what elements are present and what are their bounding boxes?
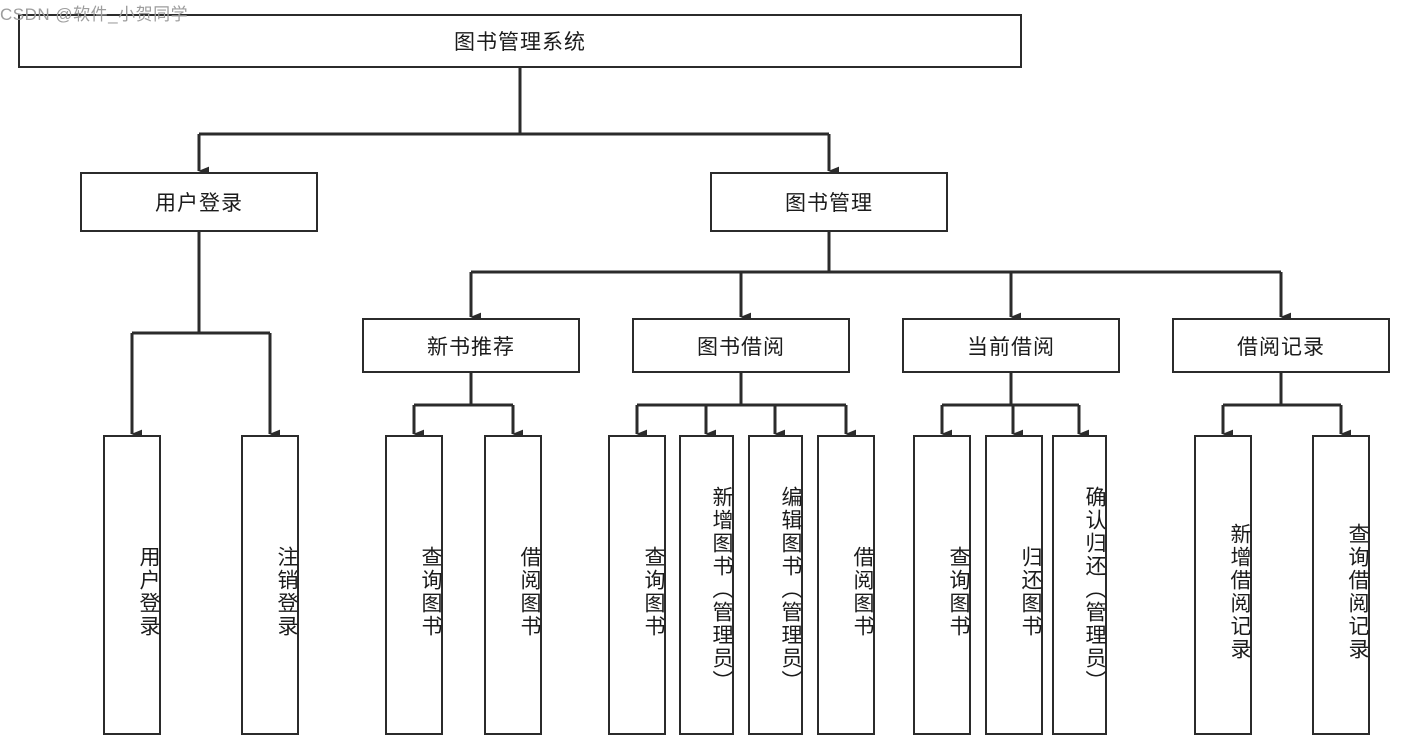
leaf-node-leaf-confirm-return-admin[interactable]: 确认归还（管理员） xyxy=(1052,435,1107,735)
edge-layer xyxy=(130,68,1352,439)
node-label: 新增图书（管理员） xyxy=(710,485,733,693)
leaf-node-leaf-add-record[interactable]: 新增借阅记录 xyxy=(1194,435,1252,735)
node-label: 借阅记录 xyxy=(1237,335,1325,359)
leaf-node-leaf-query-book-cb[interactable]: 查询图书 xyxy=(913,435,971,735)
leaf-node-leaf-return-book[interactable]: 归还图书 xyxy=(985,435,1043,735)
node-label: 注销登录 xyxy=(275,546,298,638)
module-node-borrow-record[interactable]: 借阅记录 xyxy=(1172,318,1390,373)
node-label: 图书借阅 xyxy=(697,335,785,359)
leaf-node-leaf-query-book-nr[interactable]: 查询图书 xyxy=(385,435,443,735)
leaf-node-leaf-user-login[interactable]: 用户登录 xyxy=(103,435,161,735)
node-label: 图书管理系统 xyxy=(454,31,586,54)
csdn-watermark: CSDN @软件_小贺同学 xyxy=(0,5,189,24)
node-label: 查询图书 xyxy=(947,546,970,638)
node-label: 借阅图书 xyxy=(851,546,874,638)
node-label: 查询借阅记录 xyxy=(1346,523,1369,661)
leaf-node-leaf-query-book-bb[interactable]: 查询图书 xyxy=(608,435,666,735)
node-label: 确认归还（管理员） xyxy=(1083,485,1106,693)
node-label: 用户登录 xyxy=(155,192,243,215)
module-node-book-borrow[interactable]: 图书借阅 xyxy=(632,318,850,373)
leaf-node-leaf-edit-book-admin[interactable]: 编辑图书（管理员） xyxy=(748,435,803,735)
node-label: 新增借阅记录 xyxy=(1228,523,1251,661)
leaf-node-leaf-borrow-book-nr[interactable]: 借阅图书 xyxy=(484,435,542,735)
leaf-node-leaf-query-record[interactable]: 查询借阅记录 xyxy=(1312,435,1370,735)
node-label: 当前借阅 xyxy=(967,335,1055,359)
node-label: 编辑图书（管理员） xyxy=(779,485,802,693)
module-node-new-book-recommend[interactable]: 新书推荐 xyxy=(362,318,580,373)
node-label: 图书管理 xyxy=(785,192,873,215)
node-label: 借阅图书 xyxy=(518,546,541,638)
node-label: 查询图书 xyxy=(419,546,442,638)
node-label: 用户登录 xyxy=(137,546,160,638)
node-label: 归还图书 xyxy=(1019,546,1042,638)
root-node-root[interactable]: 图书管理系统 xyxy=(18,14,1022,68)
module-node-book-manage[interactable]: 图书管理 xyxy=(710,172,948,232)
node-label: 新书推荐 xyxy=(427,335,515,359)
node-label: 查询图书 xyxy=(642,546,665,638)
module-node-user-login[interactable]: 用户登录 xyxy=(80,172,318,232)
leaf-node-leaf-logout[interactable]: 注销登录 xyxy=(241,435,299,735)
leaf-node-leaf-borrow-book-bb[interactable]: 借阅图书 xyxy=(817,435,875,735)
leaf-node-leaf-add-book-admin[interactable]: 新增图书（管理员） xyxy=(679,435,734,735)
module-node-current-borrow[interactable]: 当前借阅 xyxy=(902,318,1120,373)
